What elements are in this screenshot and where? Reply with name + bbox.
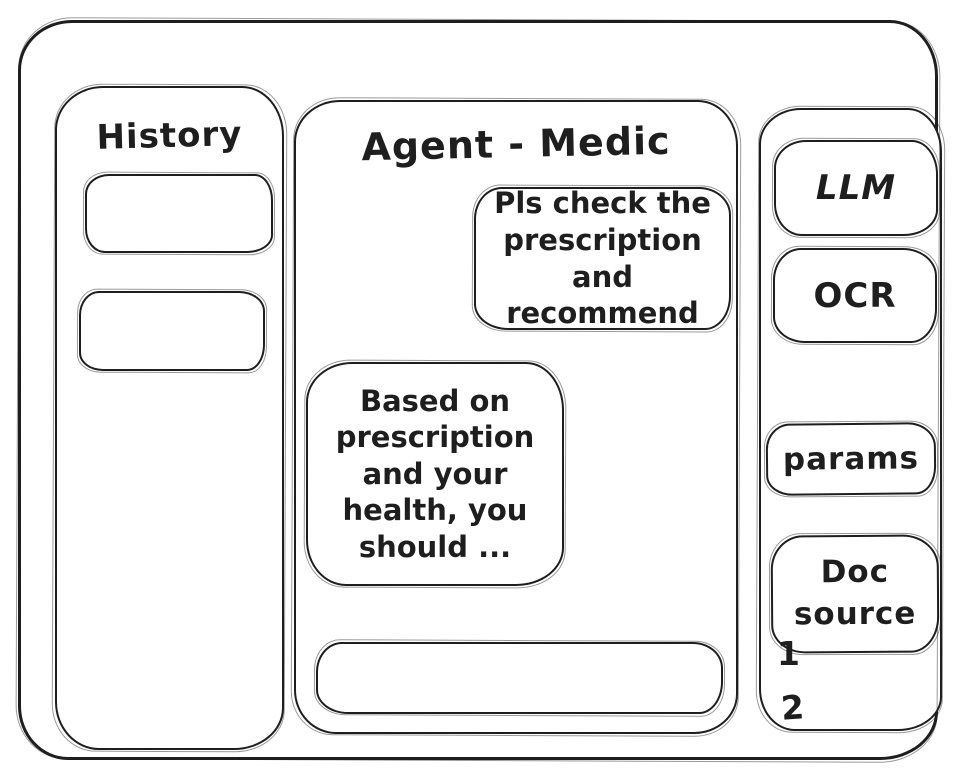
tools-sidebar: LLM OCR params Doc source 1 2	[759, 108, 942, 731]
message-input[interactable]	[318, 644, 721, 712]
message-input-box[interactable]	[316, 642, 723, 714]
doc-source-item-2[interactable]: 2	[779, 687, 806, 728]
params-button[interactable]: params	[765, 422, 937, 496]
app-window: History Agent - Medic Pls check the pres…	[18, 20, 942, 760]
assistant-message-bubble: Based on prescription and your health, y…	[306, 362, 564, 586]
user-message-bubble: Pls check the prescription and recommend	[474, 186, 731, 330]
history-title: History	[96, 114, 243, 158]
doc-source-item-1[interactable]: 1	[777, 634, 800, 673]
chat-title: Agent - Medic	[360, 118, 672, 170]
history-item[interactable]	[79, 291, 265, 371]
ocr-button[interactable]: OCR	[773, 248, 937, 343]
history-sidebar: History	[55, 86, 284, 750]
chat-panel: Agent - Medic Pls check the prescription…	[294, 100, 738, 734]
llm-button[interactable]: LLM	[774, 140, 938, 236]
history-item[interactable]	[85, 174, 273, 253]
